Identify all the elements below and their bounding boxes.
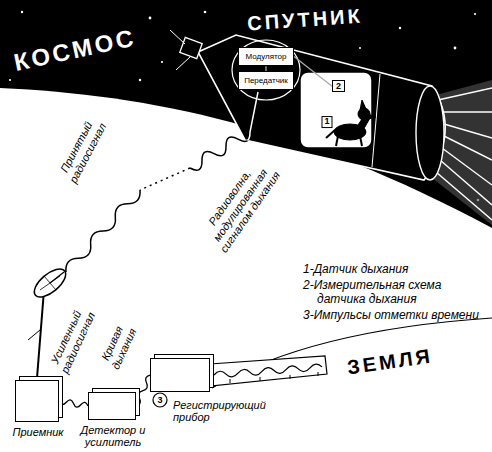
recorder-paper-strip — [210, 356, 327, 386]
region-title: КОСМОС — [11, 24, 138, 77]
dog-ear — [360, 100, 366, 110]
star — [399, 27, 401, 29]
star — [149, 17, 152, 20]
box-label: 2 — [336, 81, 341, 91]
module-box: Модулятор — [238, 47, 294, 66]
connector — [59, 400, 88, 407]
time-mark — [260, 377, 261, 381]
time-mark — [230, 379, 231, 383]
dog-capsule — [300, 72, 372, 148]
signal-label: Кривая дыхания — [96, 317, 141, 375]
star — [474, 13, 476, 15]
antenna — [170, 30, 185, 44]
box-label: Модулятор — [244, 52, 288, 61]
dish-reflector — [30, 264, 71, 302]
star — [9, 79, 11, 81]
legend-text: 2-Измерительная схема датчика дыхания — [303, 278, 441, 306]
satellite-base — [416, 86, 444, 180]
radio-wave — [190, 92, 258, 170]
region-title: ЗЕМЛЯ — [346, 345, 434, 380]
time-mark — [318, 372, 319, 376]
legend-entry: 2-Измерительная схема датчика дыхания — [303, 278, 485, 306]
dog-tail — [326, 130, 335, 138]
box-caption: Приемник — [8, 426, 68, 438]
recorder-box: Регистрирующий прибор — [150, 358, 210, 392]
radio-wave-dotted — [140, 168, 190, 190]
antenna-mast — [37, 290, 44, 378]
antenna-strut — [28, 330, 40, 340]
module-box: Передатчик — [238, 71, 294, 90]
callout-number: 1 — [321, 116, 332, 128]
detector-box: Детектор и усилитель — [88, 392, 136, 420]
dish-feed — [50, 272, 64, 283]
receiver-box: Приемник — [15, 380, 59, 422]
star — [139, 79, 141, 81]
legend-text: 1-Датчик дыхания — [303, 262, 408, 276]
star — [204, 11, 207, 14]
connector — [136, 375, 150, 406]
breathing-curve — [214, 364, 322, 377]
star — [21, 11, 23, 13]
satellite-nose — [180, 37, 202, 58]
callout-circle — [153, 393, 167, 407]
circuit-box: 2 — [332, 80, 345, 92]
flame-streak — [438, 88, 492, 100]
wave-label: Радиоволна, модулированная сигналом дыха… — [195, 152, 286, 259]
star — [359, 47, 361, 49]
received-wave — [66, 190, 140, 272]
region-title: СПУТНИК — [247, 4, 364, 35]
dog-leg — [336, 136, 338, 146]
flame-streak — [436, 172, 492, 220]
box-caption: Регистрирующий прибор — [173, 399, 273, 423]
satellite-rib — [372, 74, 380, 167]
flame-streak — [444, 124, 492, 138]
legend-entry: 3-Импульсы отметки времени — [303, 308, 485, 322]
dog-leg — [360, 136, 362, 146]
legend: 1-Датчик дыхания 2-Измерительная схема да… — [303, 262, 485, 324]
callout-number: 3 — [157, 395, 162, 405]
dog-snout — [368, 114, 376, 119]
rocket-flame — [436, 88, 492, 220]
legend-text: 3-Импульсы отметки времени — [303, 308, 479, 322]
time-mark — [290, 375, 291, 379]
time-marks — [230, 372, 318, 383]
connector — [294, 57, 332, 87]
signal-label: Усиленный радиосигнал — [45, 302, 98, 378]
wave-label: Принятый радиосигнал — [54, 112, 110, 187]
radio-wave — [190, 92, 258, 170]
satellite-body — [198, 35, 445, 180]
antenna — [176, 57, 190, 70]
box-caption: Детектор и усилитель — [77, 424, 149, 448]
legend-entry: 1-Датчик дыхания — [303, 262, 485, 276]
flame-streak — [444, 136, 492, 160]
equipment-compartment — [232, 40, 300, 100]
flame-streak — [442, 148, 492, 185]
dog-figure — [326, 100, 376, 146]
star — [161, 61, 163, 63]
flame-streak — [442, 111, 492, 112]
star — [454, 47, 457, 50]
box-label: Передатчик — [244, 76, 288, 85]
